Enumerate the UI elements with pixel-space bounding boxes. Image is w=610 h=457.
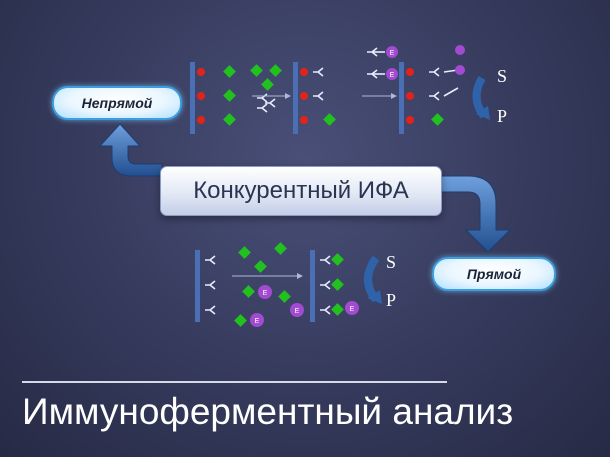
plate xyxy=(195,250,200,322)
plate xyxy=(399,62,404,134)
bound-antibody xyxy=(204,255,216,315)
free-antibody xyxy=(256,93,276,113)
product-label: P xyxy=(497,106,507,126)
substrate-label: S xyxy=(497,66,507,86)
red-dot xyxy=(300,68,308,124)
enzyme-letter: E xyxy=(350,306,355,313)
enzyme-label xyxy=(345,301,359,315)
indirect-label: Непрямой xyxy=(52,86,182,120)
plate xyxy=(190,62,195,134)
title-divider xyxy=(22,381,447,383)
red-dot xyxy=(406,68,414,124)
antigen-marker xyxy=(323,113,336,126)
arrow-to-direct xyxy=(439,175,512,253)
enzyme-letter: E xyxy=(255,318,260,325)
page-title: Иммуноферментный анализ xyxy=(22,391,514,432)
enzyme-conjugate xyxy=(366,46,398,80)
antigen-marker xyxy=(234,242,291,327)
bound-antibody xyxy=(319,255,331,315)
direct-scheme xyxy=(195,242,382,327)
plate xyxy=(310,250,315,322)
antigen-marker xyxy=(431,113,444,126)
product-label: P xyxy=(386,290,396,310)
bound-antibody xyxy=(428,45,465,101)
red-dot xyxy=(197,68,205,124)
competitive-elisa-box: Конкурентный ИФА xyxy=(160,166,442,216)
enzyme-letter: E xyxy=(390,72,395,79)
enzyme-letter: E xyxy=(390,50,395,57)
antigen-marker xyxy=(331,253,344,316)
enzyme-letter: E xyxy=(263,290,268,297)
direct-label: Прямой xyxy=(432,257,556,291)
enzyme-letter: E xyxy=(295,308,300,315)
arrow-to-indirect xyxy=(98,123,163,177)
bound-antibody xyxy=(312,67,324,101)
antigen-marker xyxy=(223,64,282,126)
indirect-scheme xyxy=(190,45,490,134)
substrate-label: S xyxy=(386,252,396,272)
enzyme-label xyxy=(250,285,304,327)
plate xyxy=(293,62,298,134)
